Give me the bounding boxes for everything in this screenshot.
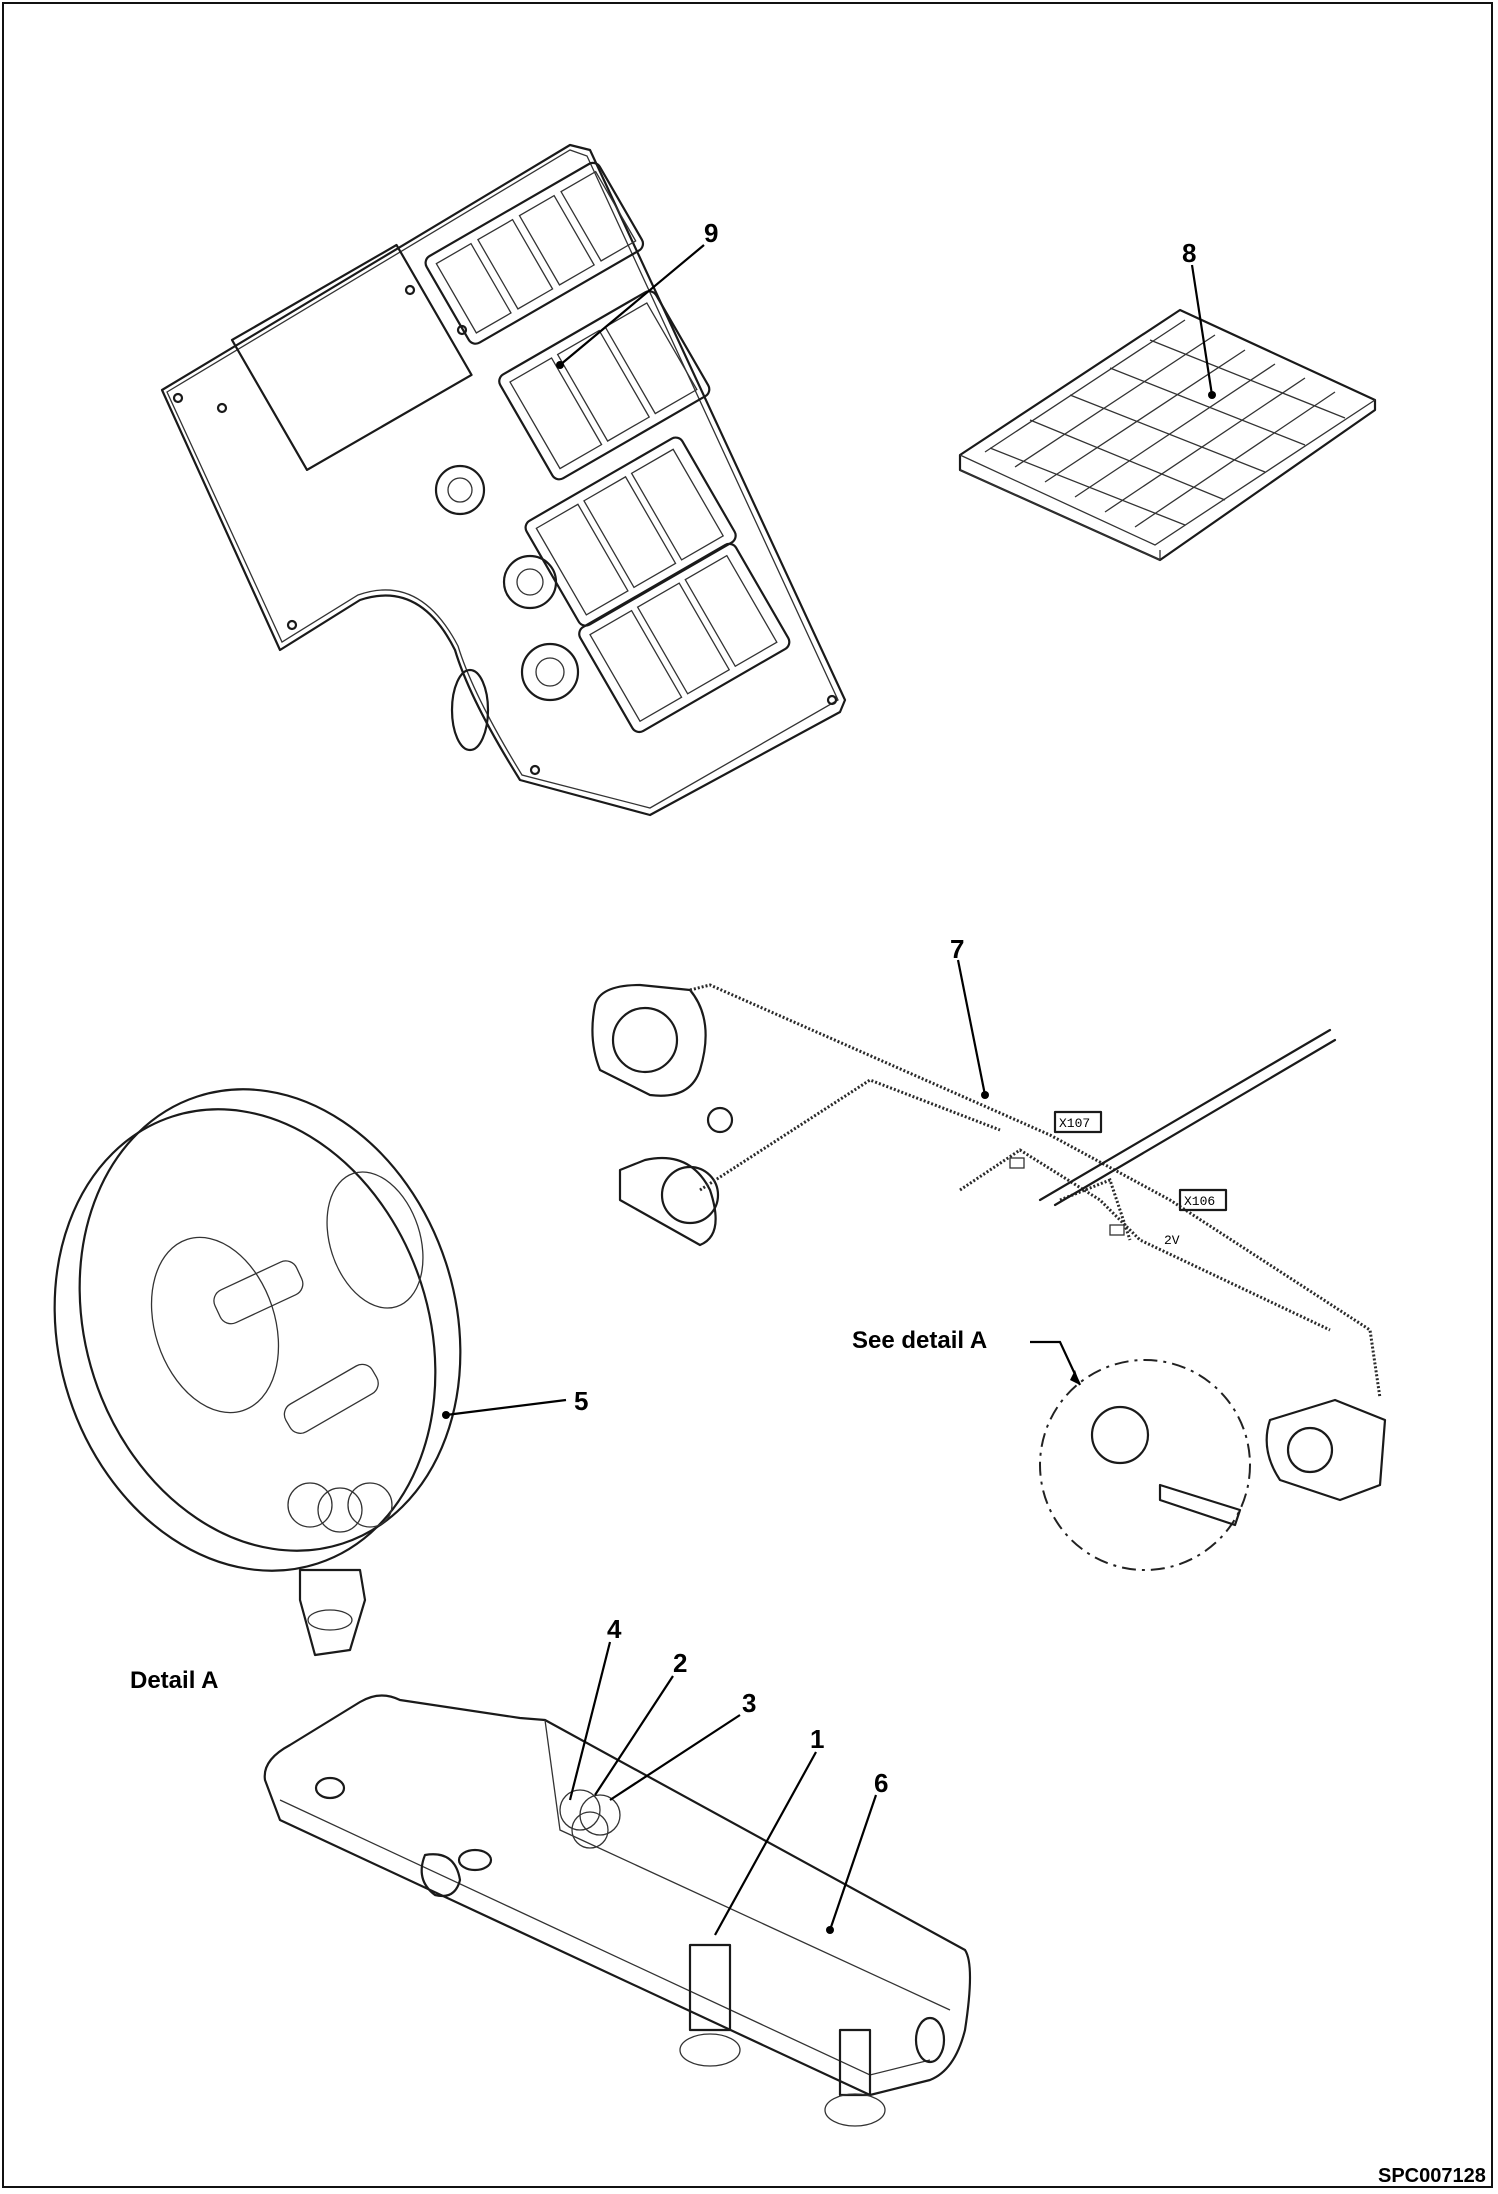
drawing-code: SPC007128 <box>1378 2165 1486 2187</box>
bracket: Detail A <box>130 1667 972 2127</box>
callout-6: 6 <box>874 1768 888 1798</box>
callout-4: 4 <box>607 1614 622 1644</box>
fuse-relay-block <box>958 308 1377 562</box>
connector-pin-label: 2V <box>1164 1233 1180 1248</box>
wiring-harness: X107 X106 2V See detail A <box>591 983 1387 1571</box>
callout-2: 2 <box>673 1648 687 1678</box>
callout-1: 1 <box>810 1724 824 1754</box>
callout-7: 7 <box>950 934 964 964</box>
leader-lines <box>442 244 1216 1936</box>
callout-5: 5 <box>574 1386 588 1416</box>
switch-panel <box>160 143 847 817</box>
callout-8: 8 <box>1182 238 1196 268</box>
see-detail-a-label: See detail A <box>852 1327 987 1354</box>
detail-a-label: Detail A <box>130 1667 218 1694</box>
callout-9: 9 <box>704 218 718 248</box>
connector-x106-label: X106 <box>1184 1194 1215 1209</box>
callout-3: 3 <box>742 1688 756 1718</box>
buzzer <box>53 1088 462 1657</box>
connector-x107-label: X107 <box>1059 1116 1090 1131</box>
